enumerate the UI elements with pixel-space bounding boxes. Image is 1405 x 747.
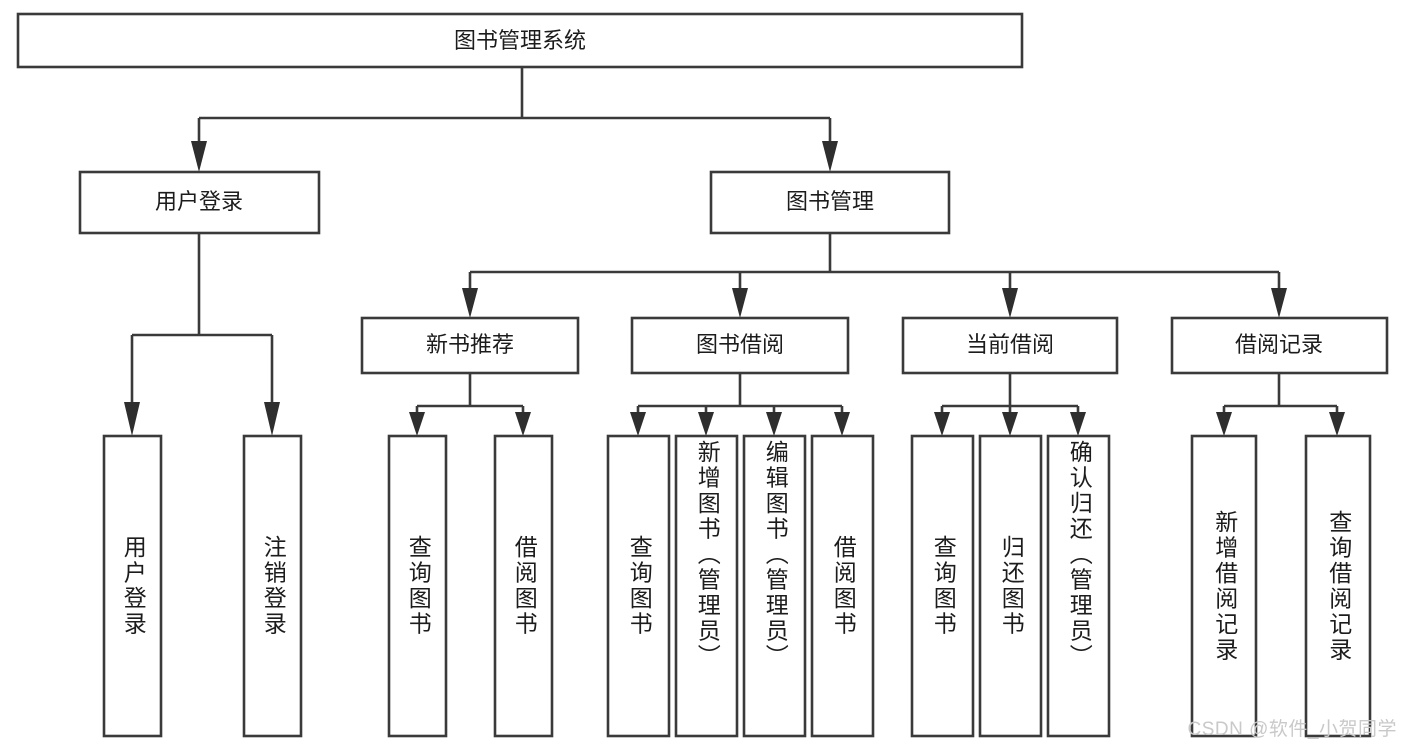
arrow-to-user-login (191, 141, 207, 172)
arrow-to-bb-borrow-book (834, 412, 850, 436)
node-current-borrow[interactable] (901, 316, 1119, 375)
node-leaf-nb-borrow-book[interactable] (493, 434, 554, 738)
node-leaf-bb-borrow-book[interactable] (810, 434, 875, 738)
arrow-to-book-mgmt (822, 141, 838, 172)
node-labels: 图书管理系统 用户登录 图书管理 新书推荐 图书借阅 当前借阅 借阅记录 (155, 28, 1323, 357)
arrow-to-cb-confirm-return (1070, 412, 1086, 436)
arrow-to-leaf-logout (264, 402, 280, 436)
node-leaf-bb-query-book[interactable] (606, 434, 671, 738)
arrow-to-nb-query-book (409, 412, 425, 436)
node-leaf-br-query-record[interactable] (1304, 434, 1372, 738)
node-leaf-nb-query-book[interactable] (387, 434, 448, 738)
label-book-borrow: 图书借阅 (696, 332, 784, 357)
node-new-book-recommend[interactable] (360, 316, 580, 375)
arrow-to-cb-query-book (934, 412, 950, 436)
csdn-watermark: CSDN @软件_小贺同学 (1187, 719, 1397, 740)
label-root: 图书管理系统 (454, 28, 586, 53)
node-leaf-bb-add-book[interactable] (674, 434, 739, 738)
node-leaf-cb-confirm-return[interactable] (1046, 434, 1111, 738)
label-user-login: 用户登录 (155, 189, 243, 214)
node-root[interactable] (16, 12, 1024, 69)
arrow-to-bb-query-book (630, 412, 646, 436)
node-user-login[interactable] (78, 170, 321, 235)
arrow-to-bb-add-book (698, 412, 714, 436)
node-leaf-br-add-record[interactable] (1190, 434, 1258, 738)
arrow-to-borrow-record (1271, 288, 1287, 318)
nodes (16, 12, 1389, 738)
label-borrow-record: 借阅记录 (1235, 332, 1323, 357)
node-leaf-user-login[interactable] (102, 434, 163, 738)
arrow-to-bb-edit-book (766, 412, 782, 436)
node-leaf-bb-edit-book[interactable] (742, 434, 807, 738)
node-book-borrow[interactable] (630, 316, 850, 375)
label-current-borrow: 当前借阅 (966, 332, 1054, 357)
arrow-to-new-book (462, 288, 478, 318)
label-book-management: 图书管理 (786, 189, 874, 214)
arrow-to-br-add-record (1216, 412, 1232, 436)
arrow-to-current-borrow (1002, 288, 1018, 318)
node-leaf-cb-query-book[interactable] (910, 434, 975, 738)
arrow-to-leaf-user-login (124, 402, 140, 436)
arrow-to-book-borrow (732, 288, 748, 318)
connectors (124, 67, 1345, 436)
label-new-book-recommend: 新书推荐 (426, 332, 514, 357)
arrow-to-br-query-record (1329, 412, 1345, 436)
node-leaf-cb-return-book[interactable] (978, 434, 1043, 738)
node-borrow-record[interactable] (1170, 316, 1389, 375)
node-leaf-logout[interactable] (242, 434, 303, 738)
arrow-to-nb-borrow-book (515, 412, 531, 436)
node-book-management[interactable] (709, 170, 951, 235)
arrow-to-cb-return-book (1002, 412, 1018, 436)
